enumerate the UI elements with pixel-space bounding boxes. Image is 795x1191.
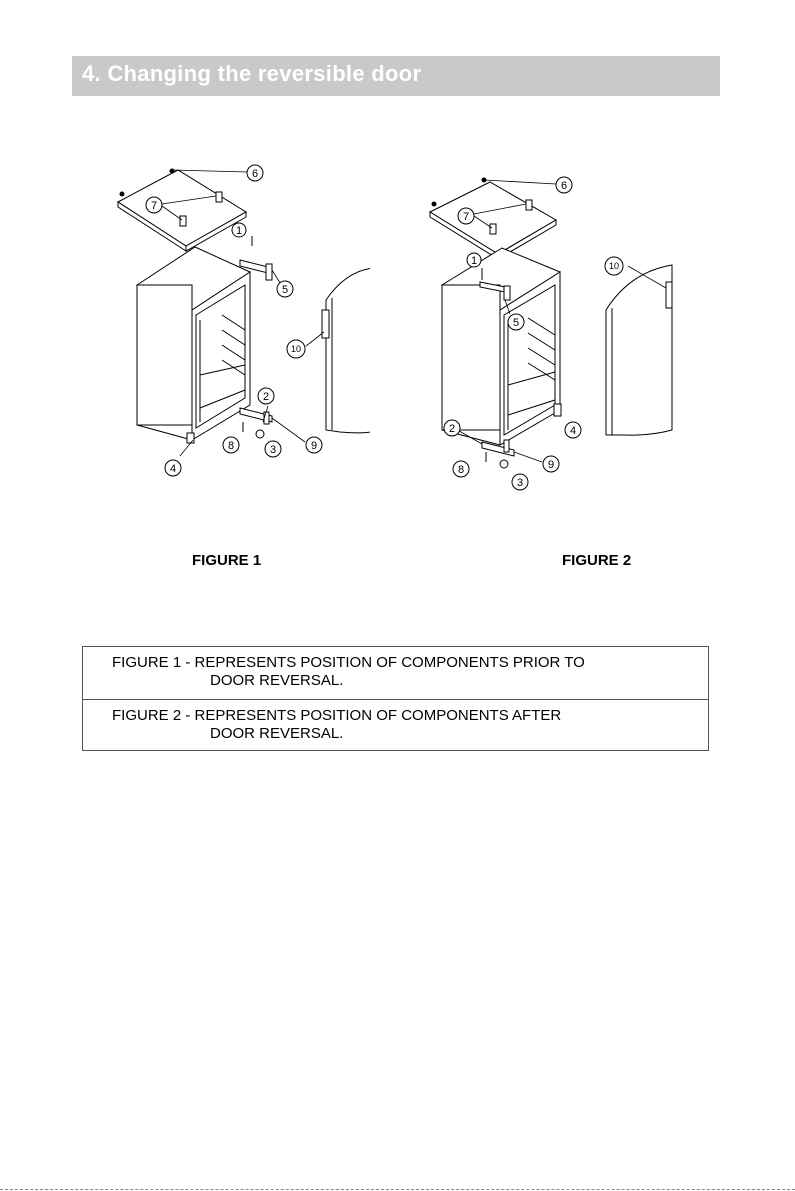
figure-1-caption: FIGURE 1 [192, 552, 261, 569]
callout-5: 5 [282, 284, 288, 296]
callout-10: 10 [291, 344, 301, 354]
callout-3: 3 [517, 477, 523, 489]
note-lead: FIGURE 1 - REPRESENTS POSITION OF COMPON… [112, 654, 585, 672]
callout-1: 1 [471, 255, 477, 267]
top-cover [118, 169, 246, 251]
cabinet-body [137, 247, 250, 443]
bottom-hinge-parts [240, 408, 272, 438]
callout-3: 3 [270, 444, 276, 456]
section-title: 4. Changing the reversible door [82, 61, 421, 87]
callout-1: 1 [236, 225, 242, 237]
door [606, 265, 672, 435]
callout-6: 6 [561, 180, 567, 192]
callout-2: 2 [263, 391, 269, 403]
callout-4: 4 [170, 463, 176, 475]
callout-4: 4 [570, 425, 576, 437]
page-bottom-rule [0, 1189, 795, 1190]
callout-8: 8 [458, 464, 464, 476]
callout-2: 2 [449, 423, 455, 435]
figure-2-illustration: 6 7 1 5 10 4 2 9 8 3 [410, 160, 710, 500]
note-lead: FIGURE 2 - REPRESENTS POSITION OF COMPON… [112, 707, 561, 725]
callout-5: 5 [513, 317, 519, 329]
callout-7: 7 [463, 211, 469, 223]
cabinet-body [442, 248, 561, 445]
callout-6: 6 [252, 168, 258, 180]
figure-notes-table: FIGURE 1 - REPRESENTS POSITION OF COMPON… [82, 646, 709, 751]
callout-7: 7 [151, 200, 157, 212]
section-header: 4. Changing the reversible door [72, 56, 720, 96]
note-row-figure-2: FIGURE 2 - REPRESENTS POSITION OF COMPON… [83, 699, 708, 752]
callout-10: 10 [609, 261, 619, 271]
figure-1-illustration: 6 7 1 5 10 2 8 3 9 4 [100, 150, 370, 490]
note-continuation: DOOR REVERSAL. [210, 672, 343, 690]
callout-8: 8 [228, 440, 234, 452]
note-continuation: DOOR REVERSAL. [210, 725, 343, 743]
figure-2-caption: FIGURE 2 [562, 552, 631, 569]
door [322, 268, 370, 433]
note-row-figure-1: FIGURE 1 - REPRESENTS POSITION OF COMPON… [83, 647, 708, 699]
callout-9: 9 [311, 440, 317, 452]
callout-9: 9 [548, 459, 554, 471]
top-cover [430, 178, 556, 259]
